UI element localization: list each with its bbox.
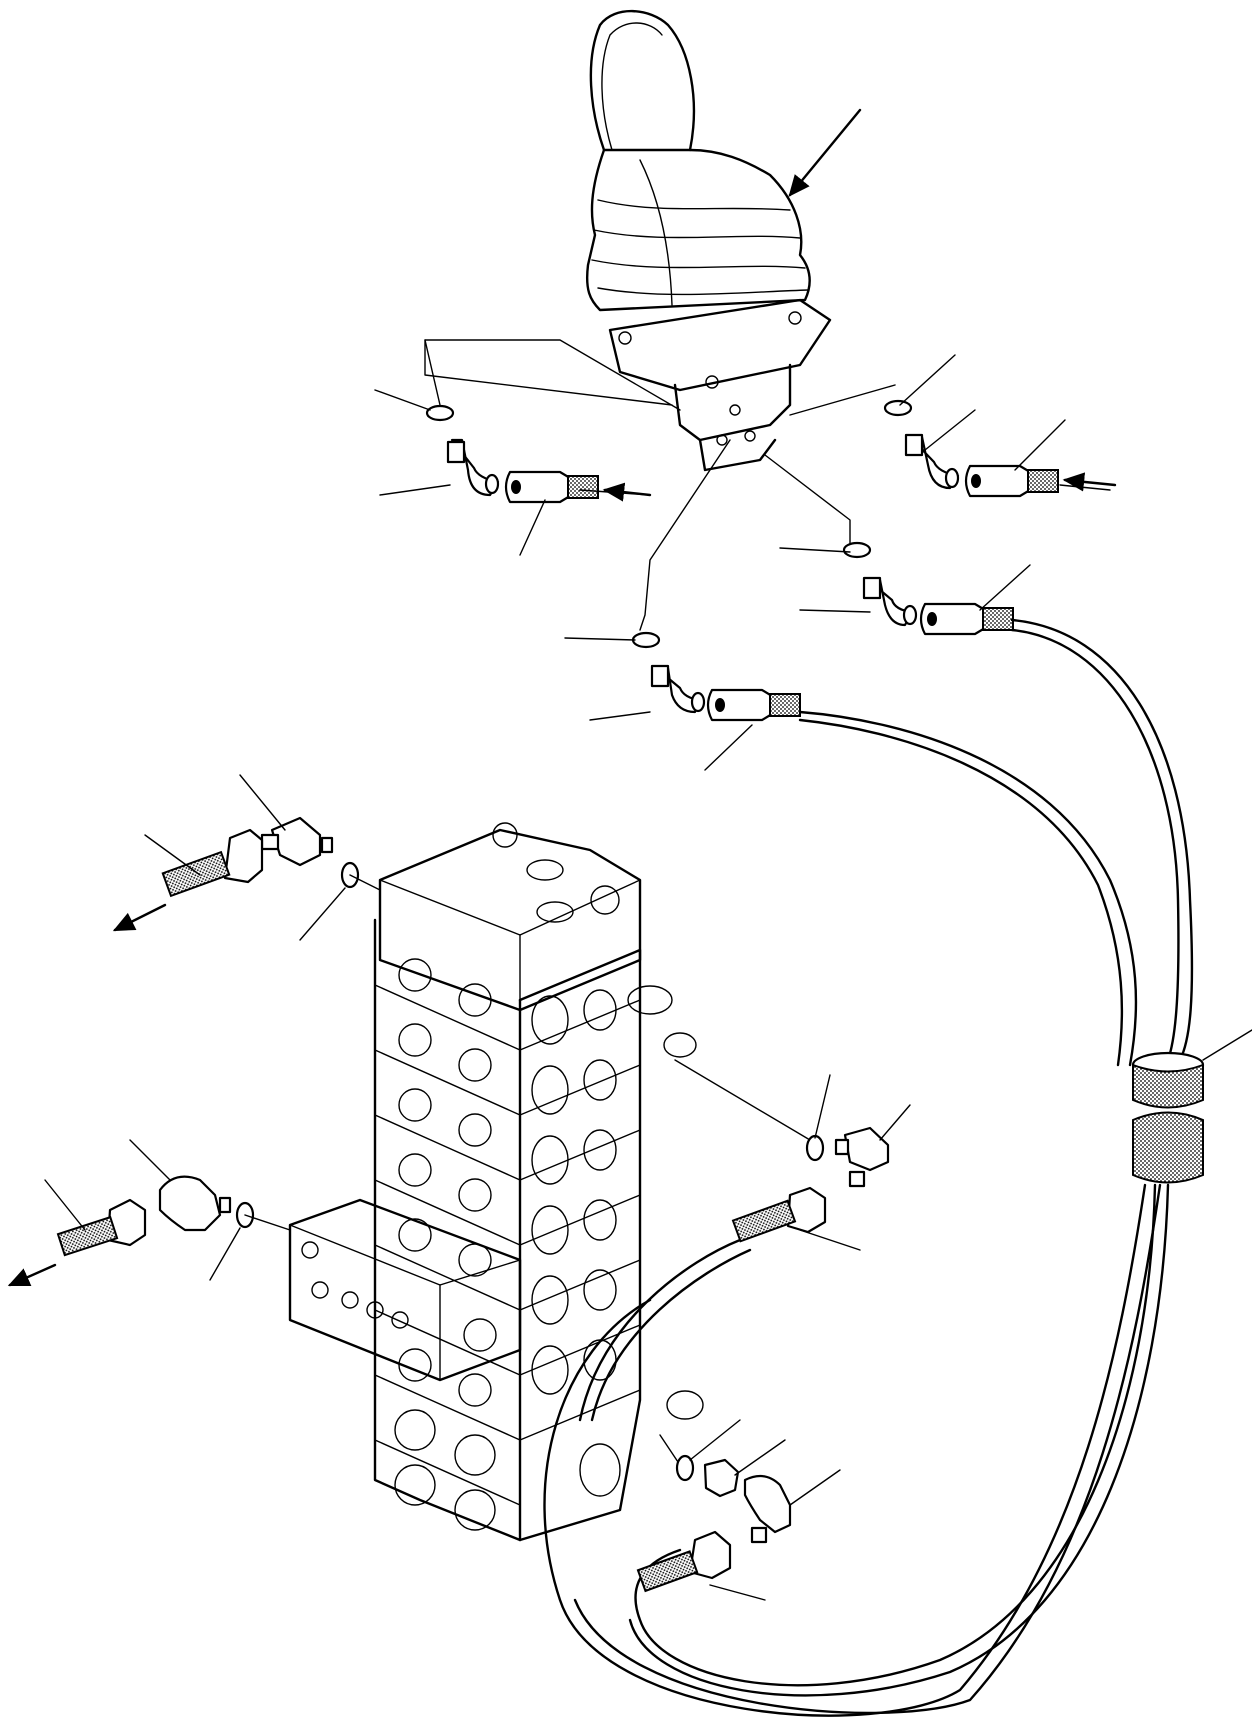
pilot-hose xyxy=(578,1238,742,1422)
fitting-group-valve-bottom-right xyxy=(636,1434,792,1593)
pilot-hose xyxy=(798,710,1138,1067)
connection-lines xyxy=(424,339,896,631)
pilot-hose xyxy=(1010,628,1180,1062)
pilot-hose xyxy=(798,718,1124,1067)
pilot-hose xyxy=(543,1183,1147,1717)
flow-arrow xyxy=(1062,472,1117,492)
hose-end xyxy=(1027,469,1059,493)
pilot-hose xyxy=(590,1248,752,1422)
hose-protector xyxy=(1131,1029,1252,1184)
pilot-hose xyxy=(634,1183,1157,1687)
control-lever-joystick xyxy=(586,9,832,472)
o-ring xyxy=(944,467,960,489)
callout-leaders xyxy=(44,354,1111,1601)
fitting-group-valve-lower-left xyxy=(7,1175,291,1287)
fitting-group-valve-right-middle xyxy=(674,1059,890,1243)
o-ring xyxy=(484,473,500,495)
fitting-group-upper-right xyxy=(883,399,1059,498)
o-ring xyxy=(883,399,913,417)
fitting-group-middle-left xyxy=(631,631,801,722)
o-ring xyxy=(425,404,455,422)
pilot-hose xyxy=(1010,618,1194,1062)
fitting-group-valve-upper-left xyxy=(112,816,381,932)
flow-arrow xyxy=(602,482,652,502)
view-arrow xyxy=(788,108,862,197)
fitting-group-middle-right xyxy=(842,541,1014,636)
control-valve xyxy=(288,822,704,1542)
elbow-thread xyxy=(446,440,466,464)
pilot-hose xyxy=(573,1183,1162,1715)
hose-end xyxy=(567,475,599,499)
pilot-hose xyxy=(628,1183,1170,1697)
fitting-group-upper-left xyxy=(425,404,599,504)
